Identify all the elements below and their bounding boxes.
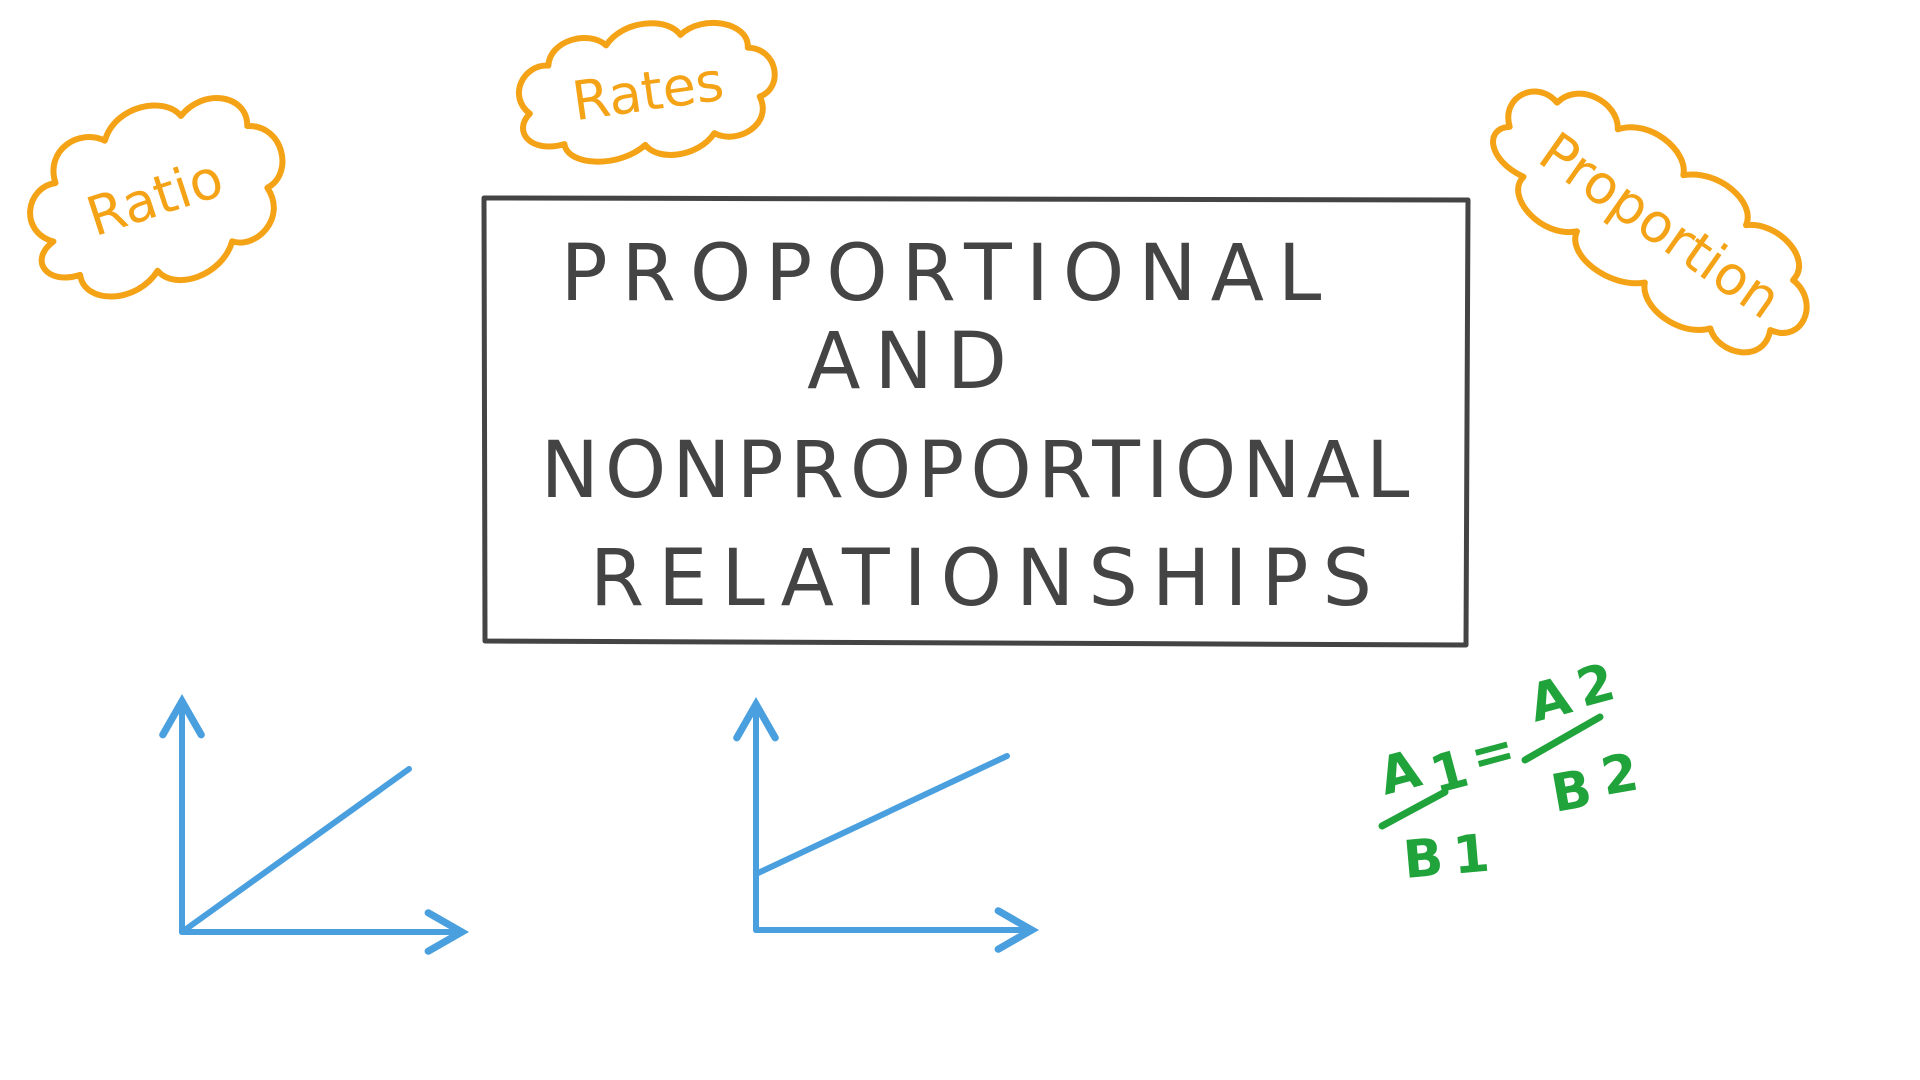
subscript: 1 <box>1451 824 1492 887</box>
denominator-b2: B <box>1547 759 1596 825</box>
cloud-proportion: Proportion <box>1490 88 1810 356</box>
numerator-a1: A <box>1373 739 1427 807</box>
proportion-formula: A 1 B 1 = A 2 B 2 <box>1373 652 1643 891</box>
cloud-label: Ratio <box>79 146 230 249</box>
title-line-3: NONPROPORTIONAL <box>541 426 1416 516</box>
subscript: 2 <box>1571 652 1621 719</box>
fraction-bar <box>1521 713 1604 764</box>
equals-sign: = <box>1464 719 1522 788</box>
fraction-bar <box>1378 788 1449 830</box>
title-line-1: PROPORTIONAL <box>561 229 1336 319</box>
graph-nonproportional <box>733 696 1040 953</box>
title-line-2: AND <box>807 317 1021 407</box>
title-box: PROPORTIONAL AND NONPROPORTIONAL RELATIO… <box>481 195 1471 648</box>
numerator-a2: A <box>1523 666 1577 734</box>
cloud-ratio: Ratio <box>27 95 286 300</box>
subscript: 2 <box>1597 743 1643 808</box>
cloud-rates: Rates <box>516 19 778 165</box>
cloud-label: Rates <box>568 50 727 134</box>
graph-proportional <box>159 693 470 955</box>
title-line-4: RELATIONSHIPS <box>590 534 1386 624</box>
denominator-b1: B <box>1401 828 1446 891</box>
graph-line <box>179 766 412 935</box>
graph-line <box>753 753 1010 877</box>
